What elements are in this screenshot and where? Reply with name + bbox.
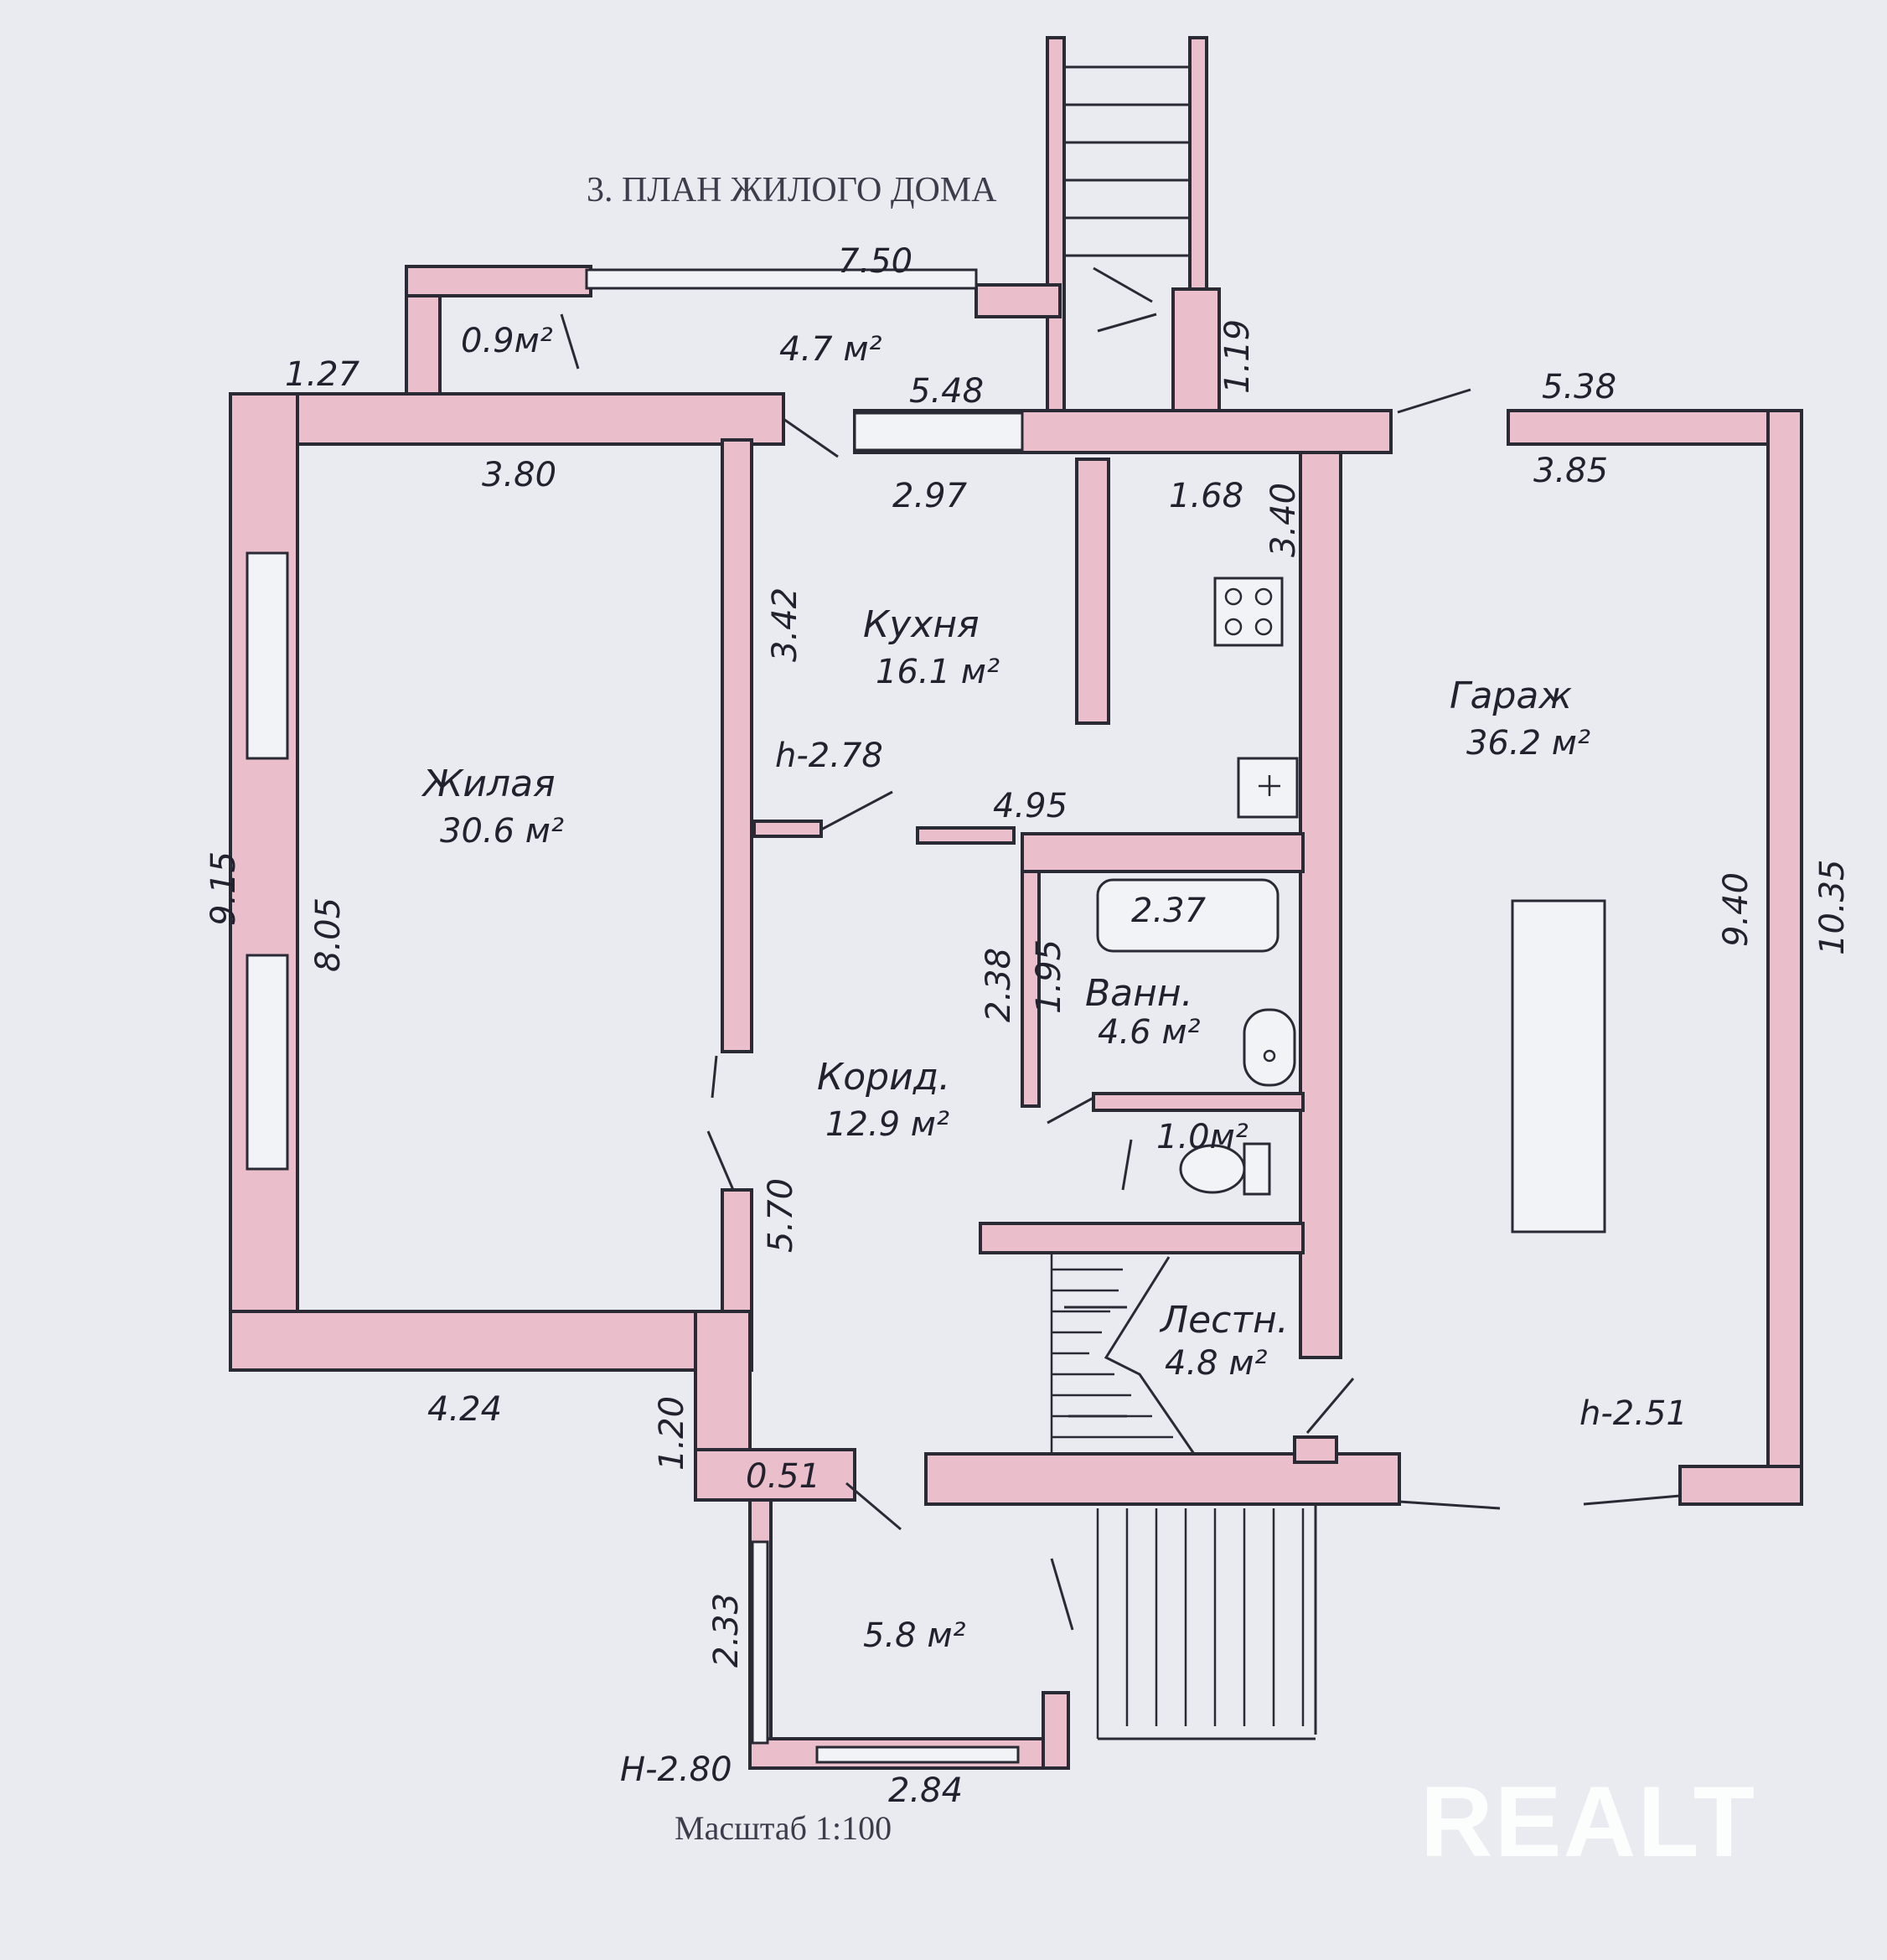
svg-text:5.70: 5.70 [762,1178,800,1253]
stove-icon [1213,577,1284,647]
room-garage-area: 36.2 м² [1466,724,1590,763]
svg-text:1.95: 1.95 [1030,939,1068,1014]
svg-text:9.15: 9.15 [204,851,243,926]
svg-text:2.38: 2.38 [980,948,1018,1022]
room-corridor-name: Корид. [817,1056,950,1099]
car-pit [1511,899,1606,1233]
svg-text:9.40: 9.40 [1717,872,1755,947]
room-living-name: Жилая [421,763,556,805]
room-kitchen-area: 16.1 м² [876,653,1000,691]
doors [560,266,1681,1631]
svg-text:10.35: 10.35 [1813,859,1852,955]
room-closet-area: 0.9м² [461,322,553,360]
svg-text:3.42: 3.42 [766,587,804,662]
dimension-labels: 7.50 1.27 5.48 5.38 3.80 2.97 1.68 3.85 … [204,242,1852,1810]
room-living-area: 30.6 м² [440,812,564,851]
svg-text:3.85: 3.85 [1533,452,1608,490]
svg-text:0.51: 0.51 [746,1457,820,1496]
bathtub-icon [1096,878,1280,953]
room-bath-area: 4.6 м² [1098,1013,1201,1052]
svg-text:2.97: 2.97 [892,477,968,515]
svg-text:5.38: 5.38 [1542,368,1616,406]
svg-text:3.40: 3.40 [1264,483,1303,557]
stairs-bottom [1096,1504,1317,1740]
svg-text:H-2.80: H-2.80 [620,1751,732,1789]
svg-text:4.95: 4.95 [993,787,1068,825]
washbasin-icon [1243,1008,1296,1087]
fixtures [1096,577,1606,1233]
svg-text:8.05: 8.05 [309,897,348,972]
svg-text:3.80: 3.80 [482,456,556,494]
room-bath-name: Ванн. [1085,972,1193,1015]
sink-icon [1237,757,1299,819]
room-garage-name: Гараж [1450,675,1572,717]
svg-text:1.68: 1.68 [1169,477,1243,515]
svg-text:4.24: 4.24 [427,1390,502,1429]
windows [246,268,1024,1764]
svg-text:1.27: 1.27 [285,355,360,394]
svg-text:2.37: 2.37 [1131,892,1207,930]
plan-title: 3. ПЛАН ЖИЛОГО ДОМА [587,171,997,209]
stairs-top [1064,65,1190,257]
room-labels: Жилая 30.6 м² Кухня 16.1 м² Гараж 36.2 м… [421,322,1590,1655]
realt-watermark-logo: REALT [1420,1766,1756,1878]
room-veranda-area: 4.7 м² [779,330,882,369]
svg-text:h-2.78: h-2.78 [775,737,883,775]
svg-text:2.84: 2.84 [888,1771,963,1810]
svg-text:1.19: 1.19 [1218,319,1257,394]
svg-text:5.48: 5.48 [909,372,984,411]
room-kitchen-name: Кухня [863,603,980,646]
room-corridor-area: 12.9 м² [825,1105,949,1144]
room-porch-area: 5.8 м² [863,1616,966,1655]
svg-text:7.50: 7.50 [838,242,912,281]
room-toilet-area: 1.0м² [1156,1118,1249,1156]
scale-label: Масштаб 1:100 [675,1809,892,1847]
svg-text:2.33: 2.33 [707,1593,746,1668]
svg-text:1.20: 1.20 [653,1396,691,1471]
svg-text:h-2.51: h-2.51 [1579,1394,1688,1433]
room-stairs-name: Лестн. [1159,1299,1289,1342]
stairs-interior [1050,1253,1196,1455]
room-stairs-area: 4.8 м² [1165,1344,1268,1383]
